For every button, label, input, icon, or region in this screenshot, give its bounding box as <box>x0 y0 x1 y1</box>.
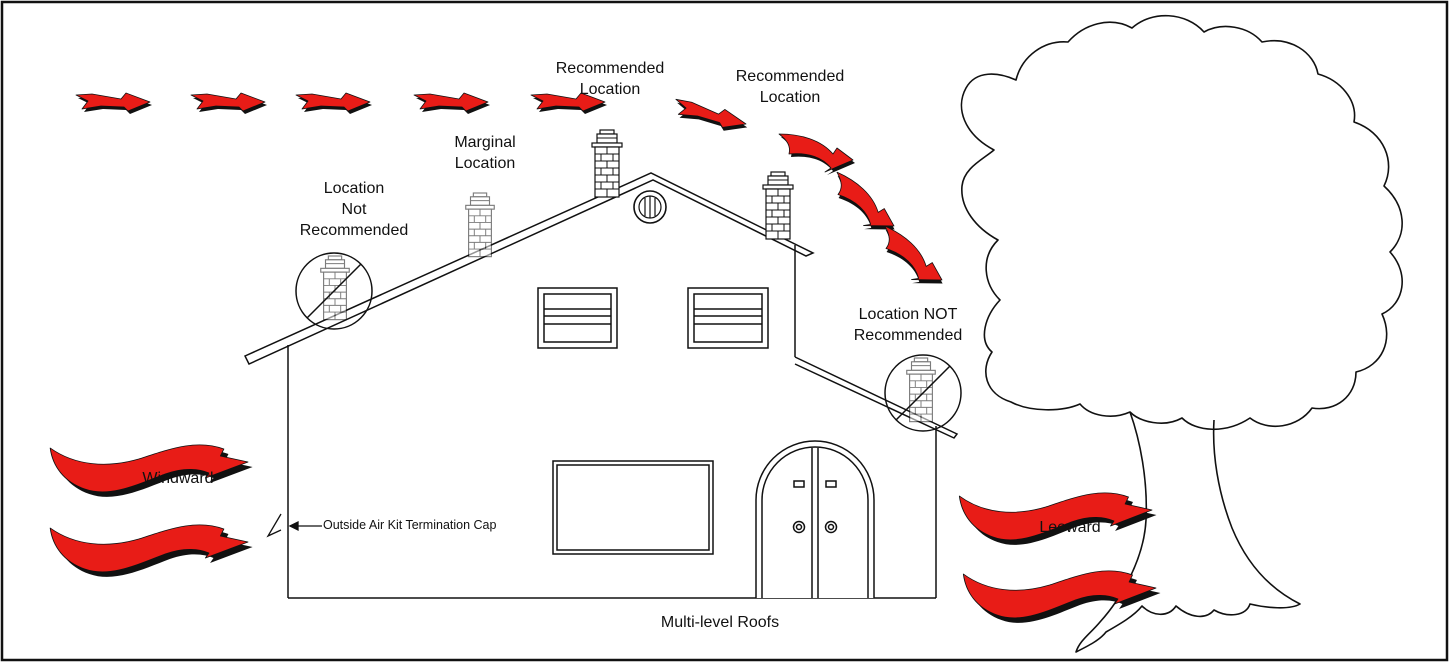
prohibited-icon-right <box>884 354 962 432</box>
label-line: Recommended <box>299 222 409 239</box>
chimney-recommended-2 <box>762 171 794 240</box>
recommended-location-2-label: Recommended Location <box>710 66 870 108</box>
marginal-location-label: Marginal Location <box>430 132 540 174</box>
leeward-label: Leeward <box>1039 519 1101 536</box>
location-not-recommended-left-label: Location Not Recommended <box>280 178 428 241</box>
attic-vent-icon <box>633 190 667 224</box>
label-line: Recommended <box>735 68 845 85</box>
diagram-caption: Multi-level Roofs <box>660 614 780 631</box>
label-line: Location <box>454 155 516 172</box>
chimney-marginal <box>465 192 495 258</box>
window-right <box>687 287 769 349</box>
termination-cap-icon <box>266 513 322 538</box>
house-icon <box>243 172 959 599</box>
label-line: Not <box>341 201 367 218</box>
label-line: Recommended <box>853 327 963 344</box>
front-door <box>755 440 875 598</box>
recommended-location-1-label: Recommended Location <box>530 58 690 100</box>
outside-air-kit-label: Outside Air Kit Termination Cap <box>323 518 497 532</box>
picture-window <box>552 460 714 555</box>
window-left <box>537 287 618 349</box>
label-line: Recommended <box>555 60 665 77</box>
location-not-recommended-right-label: Location NOT Recommended <box>828 304 988 346</box>
label-line: Location <box>323 180 385 197</box>
prohibited-icon-left <box>295 252 373 330</box>
label-line: Location <box>759 89 821 106</box>
label-line: Location NOT <box>858 306 958 323</box>
chimney-recommended-1 <box>591 129 623 198</box>
label-line: Location <box>579 81 641 98</box>
windward-label: Windward <box>142 470 214 487</box>
label-line: Marginal <box>454 134 516 151</box>
